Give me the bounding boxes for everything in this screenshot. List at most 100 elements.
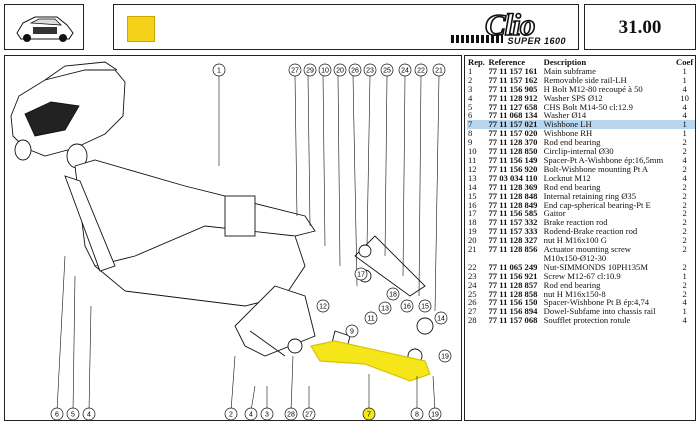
- cell-rep: 9: [468, 137, 473, 148]
- cell-coef: 2: [682, 279, 687, 290]
- cell-coef: 2: [682, 199, 687, 210]
- cell-reference: 77 11 065 249: [488, 261, 538, 272]
- cell-description: Gaitor: [543, 208, 566, 219]
- cell-coef: 4: [682, 83, 687, 94]
- callout-label: 7: [367, 412, 371, 419]
- logo-stripes-icon: [451, 35, 503, 43]
- cell-reference: 77 11 128 848: [488, 190, 538, 201]
- column-header-description: Description: [543, 57, 587, 67]
- clio-logo-subtitle: SUPER 1600: [507, 36, 566, 46]
- callout-label: 26: [351, 68, 359, 75]
- cell-coef: 2: [682, 244, 687, 255]
- cell-description: Soufflet protection rotule: [543, 315, 631, 326]
- car-thumbnail-icon: [16, 16, 74, 42]
- callout-label: 12: [319, 304, 327, 311]
- cell-coef: 4: [682, 315, 687, 326]
- cell-description: Brake reaction rod: [543, 217, 608, 228]
- table-row[interactable]: M10x150-Ø12-30: [467, 254, 695, 263]
- yellow-marker-icon: [127, 16, 155, 42]
- callout-label: 24: [401, 68, 409, 75]
- wishbone-lh-highlight[interactable]: [310, 340, 431, 382]
- callouts-top: 1 27 29 10 20 26 23 25 24 22 21: [212, 63, 446, 77]
- cell-description: Washer Ø14: [543, 110, 587, 121]
- callout-label: 28: [287, 412, 295, 419]
- cell-rep: 11: [468, 154, 477, 165]
- cell-coef: 1: [682, 74, 687, 85]
- callout-label: 2: [229, 412, 233, 419]
- cell-rep: 3: [468, 83, 473, 94]
- cell-coef: 2: [682, 181, 687, 192]
- cell-coef: 1: [682, 128, 687, 139]
- car-outline-drawing: [10, 61, 126, 169]
- table-row[interactable]: 2 77 11 157 162 Removable side rail-LH 1: [467, 74, 695, 85]
- callout-label: 4: [249, 412, 253, 419]
- callout-label: 19: [441, 354, 449, 361]
- cell-reference: 77 11 128 857: [488, 279, 538, 290]
- cell-reference: 77 11 128 850: [488, 146, 538, 157]
- cell-rep: 8: [468, 128, 473, 139]
- cell-rep: 25: [468, 288, 477, 299]
- cell-description: Removable side rail-LH: [543, 74, 627, 85]
- cell-rep: 14: [468, 181, 477, 192]
- cell-reference: 77 11 156 921: [488, 270, 538, 281]
- cell-description: Screw M12-67 cl:10.9: [543, 270, 621, 281]
- cell-coef: 1: [682, 306, 687, 317]
- callout-label: 14: [437, 316, 445, 323]
- callout-label: 16: [403, 304, 411, 311]
- cell-rep: 26: [468, 297, 477, 308]
- cell-description: Locknut M12: [543, 172, 591, 183]
- page-number-box: 31.00: [584, 4, 696, 50]
- cell-reference: 77 11 128 370: [488, 137, 538, 148]
- cell-rep: 4: [468, 92, 473, 103]
- column-header-rep: Rep.: [468, 57, 485, 67]
- cell-reference: 77 11 157 068: [488, 315, 538, 326]
- clio-logo: Clio SUPER 1600: [451, 6, 566, 47]
- cell-coef: 2: [682, 288, 687, 299]
- cell-coef: 4: [682, 154, 687, 165]
- callout-label: 11: [367, 316, 374, 323]
- cell-coef: 1: [682, 65, 687, 76]
- column-header-reference: Reference: [488, 57, 526, 67]
- callout-label: 15: [421, 304, 429, 311]
- cell-coef: 1: [682, 270, 687, 281]
- cell-description: M10x150-Ø12-30: [543, 252, 607, 263]
- cell-rep: 2: [468, 74, 473, 85]
- cell-reference: 77 11 156 585: [488, 208, 538, 219]
- cell-reference: 77 11 128 369: [488, 181, 538, 192]
- cell-description: End cap-spherical bearing-Pt E: [543, 199, 651, 210]
- cell-description: Nut-SIMMONDS 10PH135M: [543, 261, 648, 272]
- cell-reference: 77 11 157 162: [488, 74, 538, 85]
- cell-description: Rodend-Brake reaction rod: [543, 226, 638, 237]
- callout-label: 5: [71, 412, 75, 419]
- cell-description: Circlip-internal Ø30: [543, 146, 614, 157]
- callout-label: 29: [306, 68, 314, 75]
